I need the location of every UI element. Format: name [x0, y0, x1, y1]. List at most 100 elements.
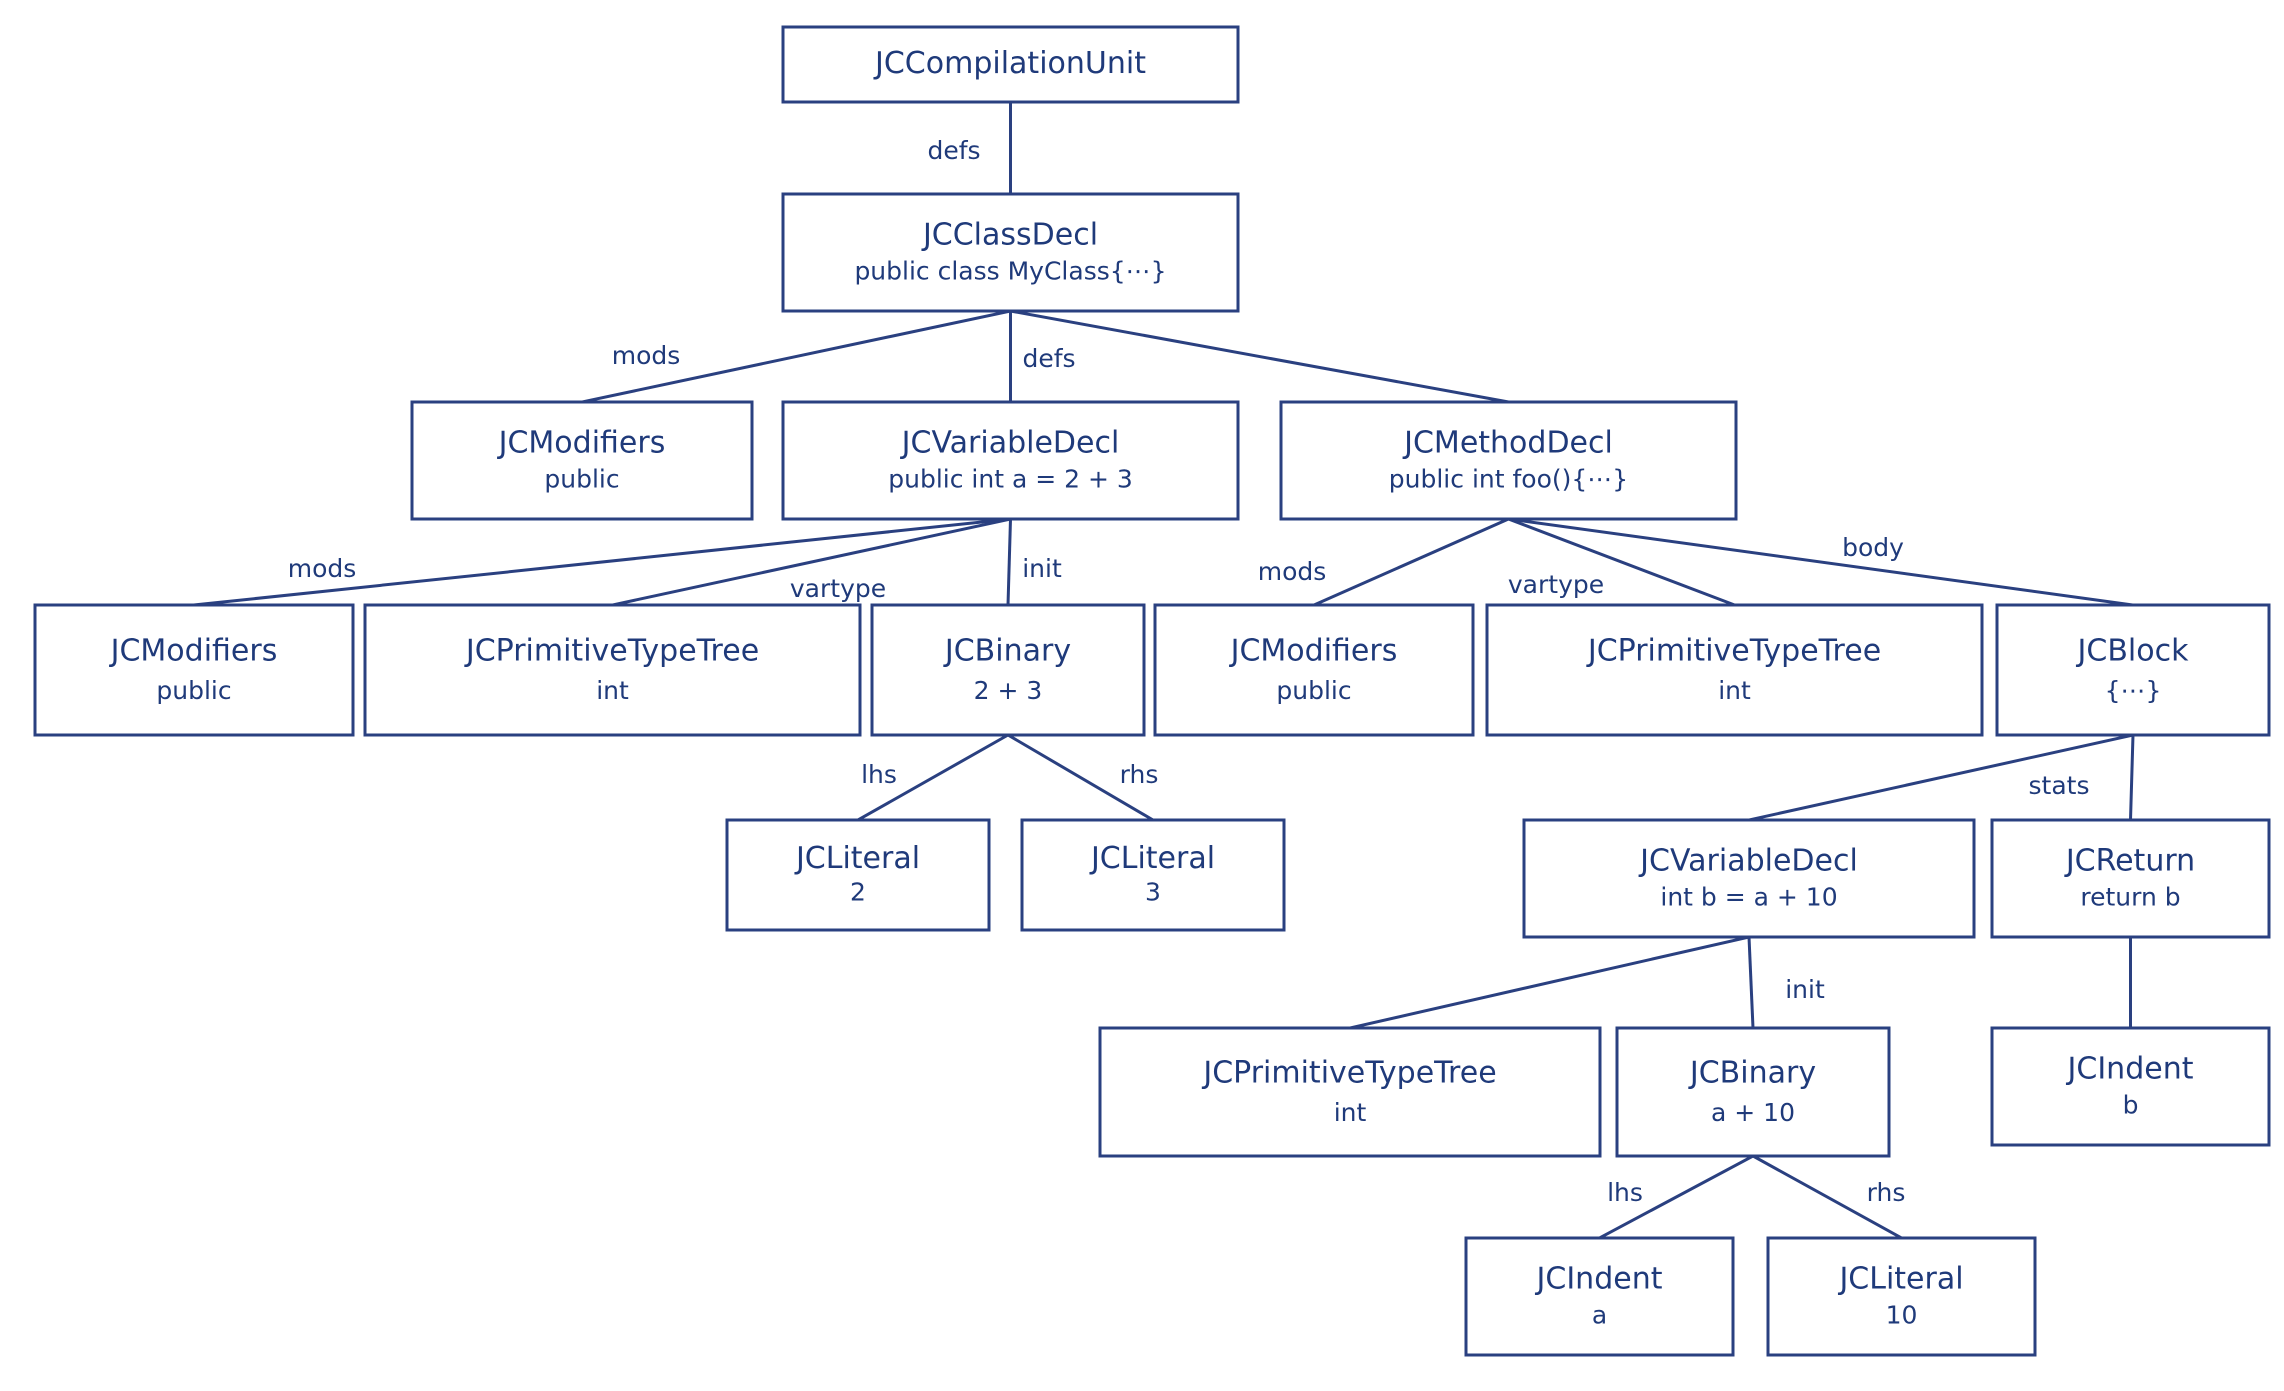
edge-label-stats-returnStmt: stats — [2029, 771, 2090, 800]
edge-label-defs-fieldVarDecl: defs — [1022, 344, 1075, 373]
edge-label-mods-methMods: mods — [1258, 557, 1327, 586]
node-fieldType[interactable]: JCPrimitiveTypeTree int — [363, 603, 862, 737]
edge-binary23-to-lit3 — [1005, 732, 1156, 823]
node-indentA[interactable]: JCIndent a — [1464, 1236, 1735, 1357]
edge-label-lhs-lit2: lhs — [861, 760, 897, 789]
node-title-binary23: JCBinary — [943, 633, 1071, 668]
node-subtitle-methType: int — [1718, 676, 1751, 705]
node-box-indentB[interactable] — [1990, 1026, 2271, 1147]
edge-binaryA10-to-lit10 — [1750, 1153, 1904, 1241]
node-indentB[interactable]: JCIndent b — [1990, 1026, 2271, 1147]
node-box-classDecl[interactable] — [781, 192, 1240, 313]
edge-localVarDecl-to-localType — [1348, 935, 1751, 1030]
edge-label-lhs-indentA: lhs — [1607, 1178, 1643, 1207]
node-localVarDecl[interactable]: JCVariableDecl int b = a + 10 — [1522, 818, 1976, 939]
node-subtitle-indentA: a — [1592, 1300, 1607, 1329]
node-box-fieldVarDecl[interactable] — [781, 400, 1240, 521]
edge-localVarDecl-to-binaryA10 — [1747, 935, 1755, 1030]
node-box-fieldMods[interactable] — [33, 603, 355, 737]
node-box-methType[interactable] — [1485, 603, 1984, 737]
node-methType[interactable]: JCPrimitiveTypeTree int — [1485, 603, 1984, 737]
edge-label-vartype-methType: vartype — [1508, 570, 1604, 599]
node-box-methMods[interactable] — [1153, 603, 1475, 737]
node-box-lit2[interactable] — [725, 818, 991, 932]
node-binary23[interactable]: JCBinary 2 + 3 — [870, 603, 1146, 737]
node-subtitle-lit10: 10 — [1886, 1300, 1918, 1329]
edge-label-body-block: body — [1842, 533, 1904, 562]
node-subtitle-block: {⋯} — [2105, 676, 2162, 705]
edge-classDecl-to-clsMods — [580, 309, 1013, 404]
node-subtitle-lit3: 3 — [1145, 878, 1161, 907]
node-title-indentA: JCIndent — [1535, 1262, 1663, 1297]
node-title-methType: JCPrimitiveTypeTree — [1586, 633, 1881, 668]
node-title-classDecl: JCClassDecl — [921, 218, 1098, 253]
edge-label-rhs-lit3: rhs — [1120, 760, 1159, 789]
edge-classDecl-to-methodDecl — [1008, 309, 1511, 404]
edge-binary23-to-lit2 — [855, 732, 1011, 823]
node-title-binaryA10: JCBinary — [1688, 1056, 1816, 1091]
edge-label-init-binaryA10: init — [1785, 975, 1825, 1004]
node-compilationUnit[interactable]: JCCompilationUnit — [781, 25, 1240, 104]
node-subtitle-clsMods: public — [544, 464, 619, 493]
node-methMods[interactable]: JCModifiers public — [1153, 603, 1475, 737]
node-subtitle-fieldVarDecl: public int a = 2 + 3 — [888, 464, 1133, 493]
node-box-compilationUnit[interactable] — [781, 25, 1240, 104]
node-title-localType: JCPrimitiveTypeTree — [1201, 1056, 1496, 1091]
node-title-clsMods: JCModifiers — [497, 426, 666, 461]
edge-label-vartype-fieldType: vartype — [790, 574, 886, 603]
edge-fieldVarDecl-to-binary23 — [1006, 517, 1013, 607]
node-subtitle-localVarDecl: int b = a + 10 — [1660, 882, 1837, 911]
edges-layer — [192, 100, 2135, 1241]
node-subtitle-localType: int — [1334, 1098, 1367, 1127]
node-title-fieldMods: JCModifiers — [109, 633, 278, 668]
node-box-methodDecl[interactable] — [1279, 400, 1738, 521]
edge-binaryA10-to-indentA — [1597, 1153, 1756, 1241]
node-box-localType[interactable] — [1098, 1026, 1602, 1158]
node-fieldVarDecl[interactable]: JCVariableDecl public int a = 2 + 3 — [781, 400, 1240, 521]
node-box-fieldType[interactable] — [363, 603, 862, 737]
node-box-indentA[interactable] — [1464, 1236, 1735, 1357]
node-title-lit10: JCLiteral — [1837, 1262, 1963, 1297]
edge-fieldVarDecl-to-fieldMods — [192, 517, 1013, 607]
node-subtitle-binary23: 2 + 3 — [974, 676, 1043, 705]
node-title-methodDecl: JCMethodDecl — [1402, 426, 1613, 461]
edge-label-init-binary23: init — [1022, 554, 1062, 583]
node-title-returnStmt: JCReturn — [2064, 844, 2195, 879]
edge-block-to-localVarDecl — [1747, 733, 2135, 822]
node-clsMods[interactable]: JCModifiers public — [410, 400, 754, 521]
node-box-localVarDecl[interactable] — [1522, 818, 1976, 939]
node-box-binary23[interactable] — [870, 603, 1146, 737]
edge-methodDecl-to-methMods — [1312, 517, 1511, 607]
edge-label-mods-clsMods: mods — [612, 341, 681, 370]
node-title-fieldVarDecl: JCVariableDecl — [900, 426, 1120, 461]
node-subtitle-binaryA10: a + 10 — [1711, 1098, 1795, 1127]
node-box-block[interactable] — [1995, 603, 2271, 737]
node-box-returnStmt[interactable] — [1990, 818, 2271, 939]
node-title-fieldType: JCPrimitiveTypeTree — [464, 633, 759, 668]
node-box-lit3[interactable] — [1020, 818, 1286, 932]
node-title-indentB: JCIndent — [2066, 1052, 2194, 1087]
node-localType[interactable]: JCPrimitiveTypeTree int — [1098, 1026, 1602, 1158]
node-title-compilationUnit: JCCompilationUnit — [873, 46, 1146, 81]
node-box-binaryA10[interactable] — [1615, 1026, 1891, 1158]
node-subtitle-fieldType: int — [596, 676, 629, 705]
node-title-lit2: JCLiteral — [794, 841, 920, 876]
node-lit10[interactable]: JCLiteral 10 — [1766, 1236, 2037, 1357]
node-subtitle-indentB: b — [2123, 1090, 2139, 1119]
node-title-methMods: JCModifiers — [1229, 633, 1398, 668]
node-box-clsMods[interactable] — [410, 400, 754, 521]
edge-block-to-returnStmt — [2128, 733, 2135, 822]
node-title-localVarDecl: JCVariableDecl — [1638, 844, 1858, 879]
node-box-lit10[interactable] — [1766, 1236, 2037, 1357]
node-binaryA10[interactable]: JCBinary a + 10 — [1615, 1026, 1891, 1158]
node-block[interactable]: JCBlock{⋯} — [1995, 603, 2271, 737]
node-subtitle-methMods: public — [1276, 676, 1351, 705]
